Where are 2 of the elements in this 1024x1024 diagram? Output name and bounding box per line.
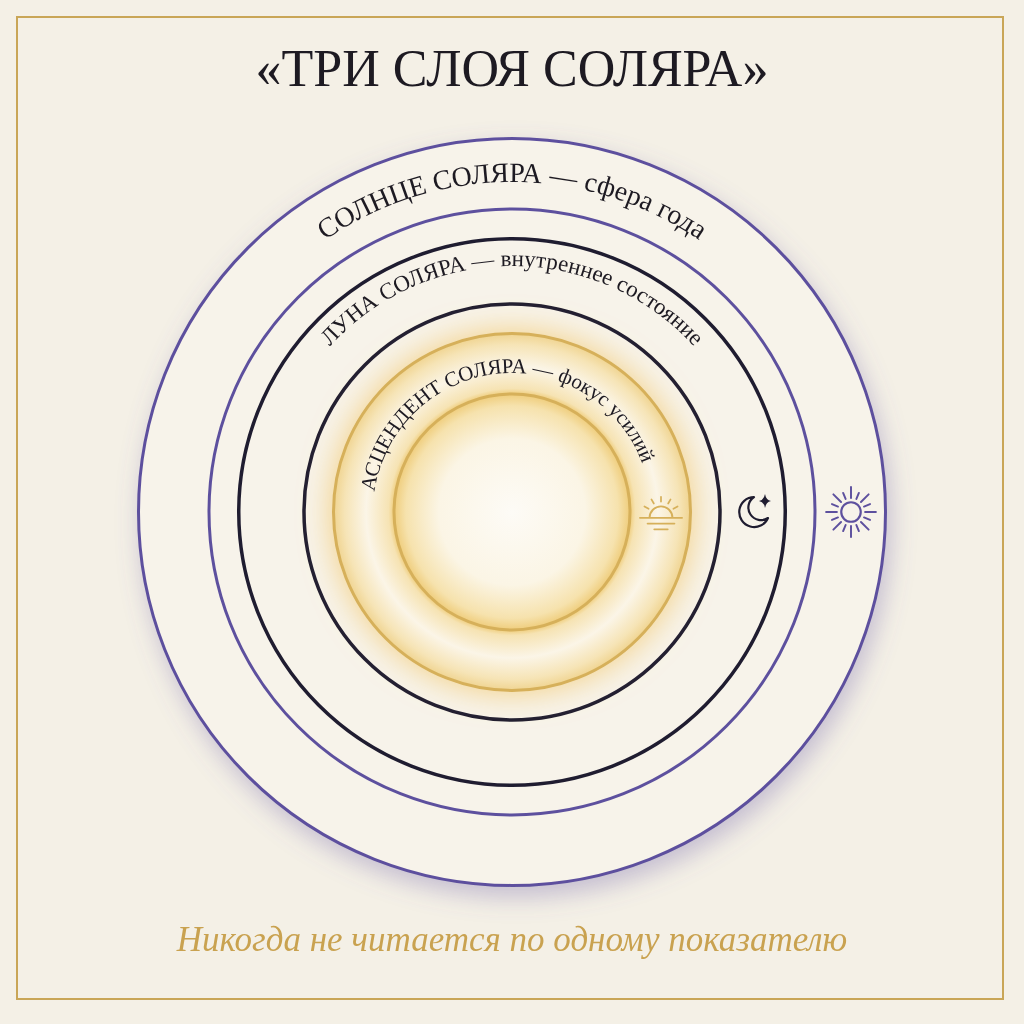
- caption: Никогда не читается по одному показателю: [176, 920, 848, 961]
- title: «ТРИ СЛОЯ СОЛЯРА»: [255, 40, 769, 98]
